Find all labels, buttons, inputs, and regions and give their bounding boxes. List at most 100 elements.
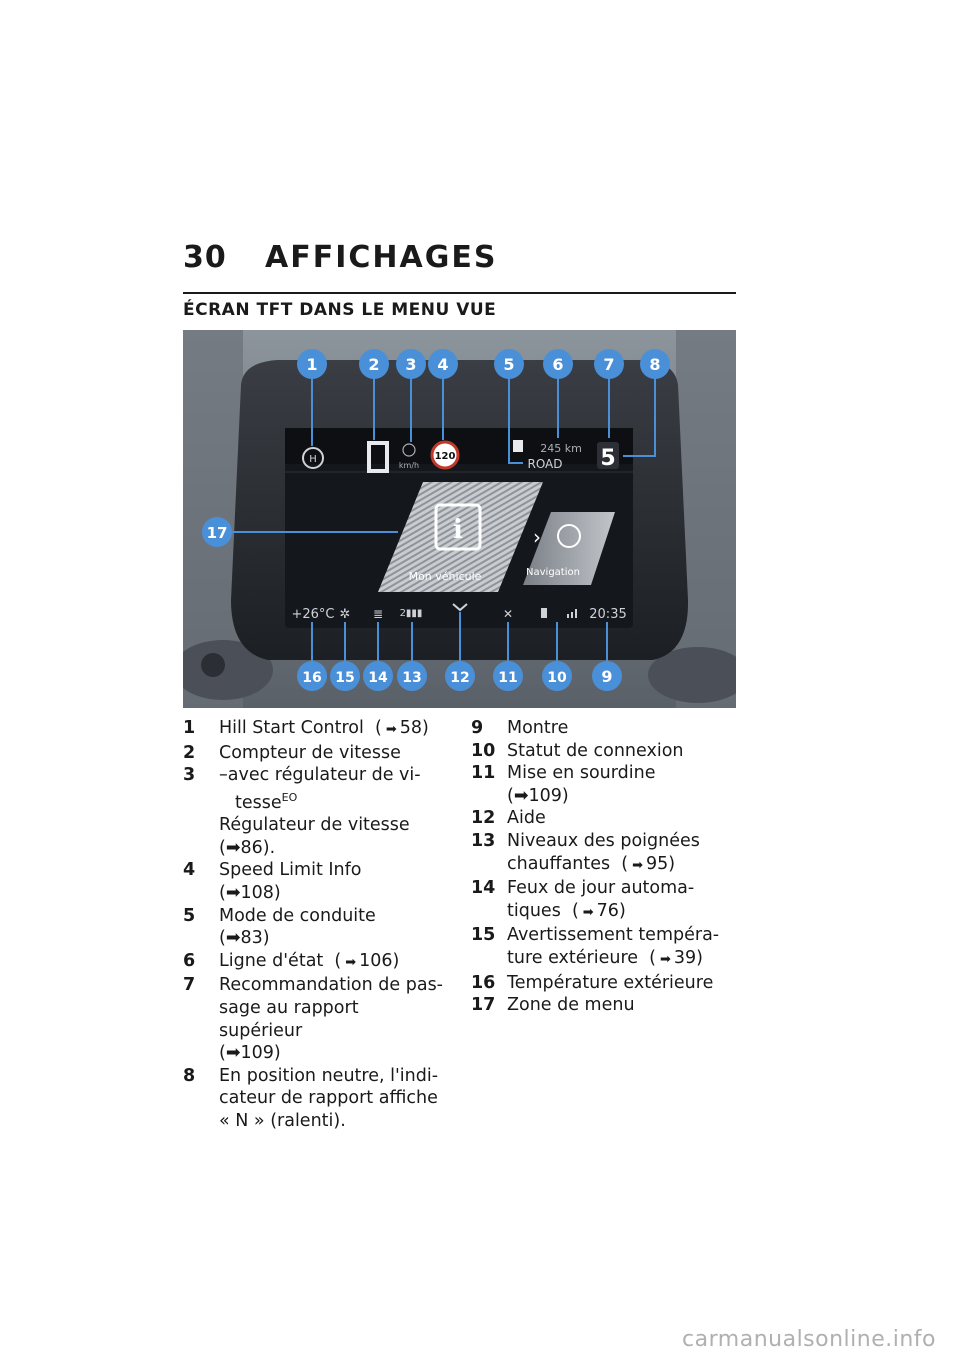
- legend-item-10: 10 Statut de connexion: [471, 740, 733, 763]
- callout-5: 5: [494, 349, 524, 379]
- svg-text:2: 2: [368, 355, 379, 374]
- callout-7: 7: [594, 349, 624, 379]
- reference-arrow-icon: ➡: [659, 951, 671, 967]
- legend-superscript: EO: [281, 790, 298, 804]
- svg-text:16: 16: [302, 670, 321, 686]
- legend-text: Ligne d'état (➡106): [219, 950, 400, 971]
- svg-text:9: 9: [601, 667, 612, 686]
- legend-text: Speed Limit Info: [219, 860, 362, 881]
- menu-tile-vehicle: [378, 482, 543, 592]
- svg-text:12: 12: [450, 670, 469, 686]
- svg-text:3: 3: [405, 355, 416, 374]
- gear-digit-box: [367, 441, 389, 473]
- callout-10: 10: [542, 661, 572, 691]
- callout-2: 2: [359, 349, 389, 379]
- legend-text: Avertissement tempéra-: [507, 925, 720, 946]
- page-number: 30: [183, 240, 227, 275]
- range-value: 245 km: [540, 442, 582, 455]
- reference-arrow-icon: ➡: [225, 1043, 241, 1064]
- legend-text: Recommandation de pas-: [219, 975, 443, 996]
- legend-text: Niveaux des poignées: [507, 830, 700, 851]
- legend-number: 6: [183, 950, 196, 971]
- legend-text: cateur de rapport affiche: [219, 1088, 438, 1109]
- legend-text: sage au rapport supérieur: [219, 997, 359, 1041]
- legend-text: Feux de jour automa-: [507, 878, 695, 899]
- legend-number: 10: [471, 740, 496, 761]
- reference-arrow-icon: ➡: [632, 857, 644, 873]
- legend-number: 12: [471, 808, 496, 829]
- reference-arrow-icon: ➡: [225, 928, 241, 949]
- navigation-icon: [557, 524, 581, 548]
- daytime-light-icon: ≣: [373, 607, 383, 621]
- legend-number: 7: [183, 975, 196, 996]
- header-rule: [183, 292, 736, 294]
- chapter-title: AFFICHAGES: [265, 240, 498, 275]
- svg-text:6: 6: [552, 355, 563, 374]
- legend-text: tesseEO: [235, 790, 298, 813]
- svg-text:5: 5: [503, 355, 514, 374]
- speed-unit: km/h: [399, 461, 419, 470]
- legend-item-7: 7 Recommandation de pas-sage au rapport s…: [183, 974, 445, 1064]
- legend-number: 3: [183, 765, 196, 786]
- watermark: carmanualsonline.info: [682, 1327, 936, 1352]
- page-reference: (➡58): [363, 718, 429, 738]
- legend-number: 4: [183, 860, 196, 881]
- svg-text:7: 7: [603, 355, 614, 374]
- gear-recommendation-box: [597, 442, 619, 469]
- heated-grips-icon: 2▮▮▮: [400, 608, 423, 619]
- callout-8: 8: [640, 349, 670, 379]
- callout-4: 4: [428, 349, 458, 379]
- legend-text: « N » (ralenti).: [219, 1110, 346, 1131]
- reference-arrow-icon: ➡: [345, 954, 357, 970]
- info-icon: [434, 503, 482, 551]
- svg-text:H: H: [309, 454, 317, 465]
- legend-text: Statut de connexion: [507, 740, 684, 761]
- legend-number: 2: [183, 742, 196, 763]
- legend-item-12: 12 Aide: [471, 807, 733, 830]
- snowflake-icon: ✲: [340, 607, 351, 622]
- legend-number: 1: [183, 718, 196, 738]
- page-reference: (➡76): [560, 900, 626, 921]
- callout-12: 12: [445, 661, 475, 691]
- legend-text: Mise en sourdine: [507, 763, 656, 784]
- page-reference: (➡39): [638, 947, 703, 968]
- legend-text: Aide: [507, 808, 546, 829]
- mute-icon: ✕: [503, 607, 513, 621]
- page-reference: (➡83): [219, 928, 270, 949]
- svg-text:i: i: [453, 515, 463, 545]
- page-reference: (➡109): [507, 785, 569, 806]
- section-title: ÉCRAN TFT DANS LE MENU VUE: [183, 300, 497, 320]
- legend-number: 5: [183, 905, 196, 926]
- legend-number: 14: [471, 878, 496, 899]
- legend-text: Hill Start Control (➡58): [219, 718, 429, 738]
- legend-text: Mode de conduite: [219, 905, 376, 926]
- menu-tile-left-label: Mon véhicule: [409, 570, 482, 583]
- ride-mode-label: ROAD: [527, 457, 562, 471]
- page-reference: (➡86).: [219, 837, 276, 858]
- fuel-icon: [513, 440, 523, 452]
- svg-text:1: 1: [306, 355, 317, 374]
- chevron-right-icon: ›: [533, 525, 541, 549]
- tft-display-figure: H km/h 120 245 km ROAD 5 i Mon véhicule …: [183, 330, 736, 708]
- reference-arrow-icon: ➡: [225, 837, 241, 858]
- legend-number: 13: [471, 830, 496, 851]
- legend-text: Régulateur de vitesse: [219, 815, 410, 836]
- reference-arrow-icon: ➡: [513, 785, 529, 806]
- callout-16: 16: [297, 661, 327, 691]
- callout-9: 9: [592, 661, 622, 691]
- page-reference: (➡95): [610, 853, 676, 874]
- page-reference: (➡109): [219, 1043, 281, 1064]
- callout-14: 14: [363, 661, 393, 691]
- legend-text: Montre: [507, 718, 569, 738]
